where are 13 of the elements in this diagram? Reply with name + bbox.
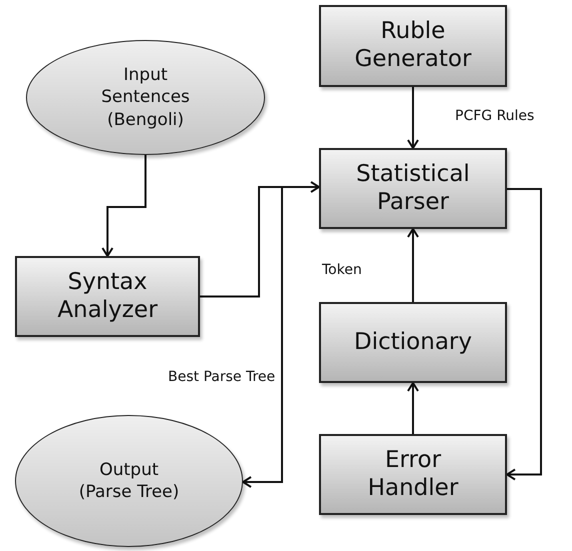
arrow — [407, 87, 419, 149]
process-box: Statistical Parser — [319, 148, 507, 229]
arrow — [200, 181, 320, 298]
terminal-ellipse: Output (Parse Tree) — [15, 415, 243, 547]
process-box: Syntax Analyzer — [15, 256, 200, 337]
process-box: Ruble Generator — [319, 5, 507, 87]
process-box: Dictionary — [319, 302, 507, 383]
arrow — [407, 382, 419, 434]
arrow — [102, 155, 146, 257]
arrow — [407, 228, 419, 302]
process-box: Error Handler — [319, 434, 507, 515]
terminal-ellipse: Input Sentences (Bengoli) — [26, 40, 265, 155]
arrow — [506, 188, 542, 480]
